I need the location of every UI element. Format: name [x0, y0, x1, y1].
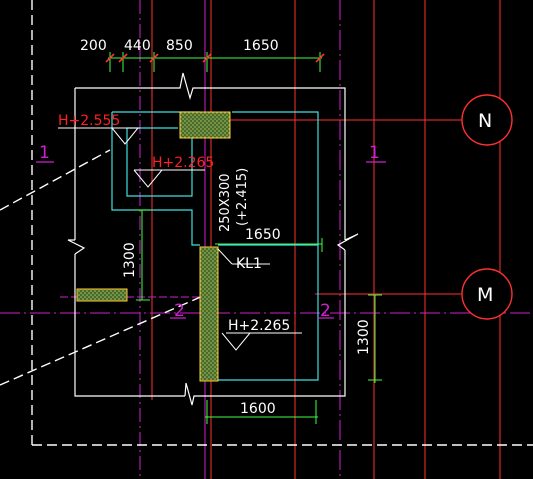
dimension-ticks: [105, 53, 325, 63]
beam-kl1-section: [199, 246, 219, 382]
red-grid-lines: [151, 0, 501, 479]
dim-1650-mid: 1650: [245, 227, 281, 243]
elevation-h2265-lower: H+2.265: [228, 318, 290, 334]
beam-tag-kl1: KL1: [236, 256, 262, 272]
section-marks: [36, 161, 386, 319]
dimension-lines: [108, 52, 382, 424]
axis-label-n: N: [478, 110, 492, 132]
beam-left-section: [76, 288, 128, 302]
section-2-right: 2: [320, 301, 331, 321]
dim-1300-left: 1300: [122, 242, 138, 278]
elevation-markers: [58, 127, 302, 351]
axis-circles: [461, 94, 513, 320]
dim-200: 200: [80, 38, 107, 54]
structure-outline: [67, 72, 359, 406]
elevation-h2265-mid: H+2.265: [152, 155, 214, 171]
beam-top-section: [179, 111, 231, 139]
elevation-h2555: H+2.555: [58, 113, 120, 129]
axis-label-m: M: [477, 284, 493, 306]
beam-elevation-label: (+2.415): [235, 168, 250, 226]
section-1-left: 1: [39, 143, 50, 163]
section-1-right: 1: [369, 143, 380, 163]
dim-850: 850: [166, 38, 193, 54]
beam-size-label: 250X300: [218, 173, 233, 232]
dim-1600-bottom: 1600: [240, 401, 276, 417]
outer-dashed-boundary: [0, 0, 533, 446]
axis-m-circle: [461, 268, 513, 320]
section-2-left: 2: [174, 301, 185, 321]
hatched-beams: [76, 111, 231, 382]
dim-1650-top: 1650: [243, 38, 279, 54]
axis-n-circle: [461, 94, 513, 146]
dim-1300-right: 1300: [356, 319, 372, 355]
dim-440: 440: [124, 38, 151, 54]
